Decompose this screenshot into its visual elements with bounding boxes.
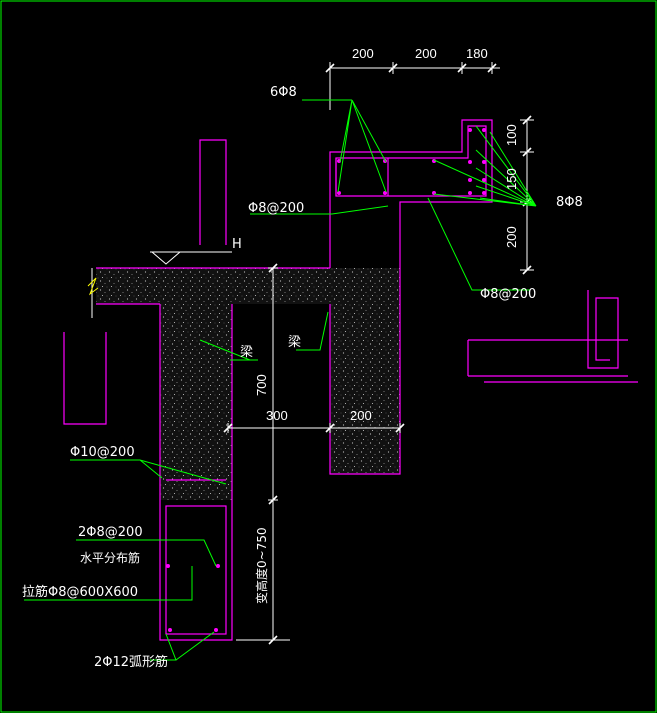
- label-phi10-200: Φ10@200: [70, 445, 135, 460]
- label-h-level: H: [232, 237, 242, 252]
- leader-lines: [24, 99, 537, 661]
- dim-top-180: 180: [466, 46, 488, 61]
- label-tie-bar: 拉筋Φ8@600X600: [22, 584, 138, 600]
- dimension-lines: [91, 62, 534, 641]
- dim-right-200: 200: [504, 226, 519, 248]
- section-outlines: [63, 119, 638, 641]
- break-symbol: [87, 277, 99, 296]
- dim-right-150: 150: [504, 168, 519, 190]
- label-2phi12-arc: 2Φ12弧形筋: [94, 654, 168, 670]
- label-beam-left: 梁: [240, 345, 253, 360]
- label-6phi8: 6Φ8: [270, 85, 297, 100]
- label-beam-right: 梁: [288, 335, 301, 350]
- level-mark: [150, 251, 232, 265]
- dim-top-200-a: 200: [352, 46, 374, 61]
- label-2phi8-200: 2Φ8@200: [78, 525, 143, 540]
- dim-700: 700: [254, 374, 269, 396]
- concrete-slab-section: [96, 268, 400, 500]
- dim-top-200-b: 200: [415, 46, 437, 61]
- upper-beam-outline: [329, 119, 493, 268]
- dim-300: 300: [266, 408, 288, 423]
- label-phi8-200-right: Φ8@200: [480, 287, 536, 302]
- dim-vertical-range: 变高度0~750: [254, 527, 269, 604]
- rebar-dots: [166, 128, 486, 632]
- dim-200-mid: 200: [350, 408, 372, 423]
- wall-outline: [159, 304, 233, 641]
- label-horizontal-bar: 水平分布筋: [80, 550, 140, 565]
- label-8phi8: 8Φ8: [556, 195, 583, 210]
- dim-right-100: 100: [504, 124, 519, 146]
- label-phi8-200-left: Φ8@200: [248, 201, 304, 216]
